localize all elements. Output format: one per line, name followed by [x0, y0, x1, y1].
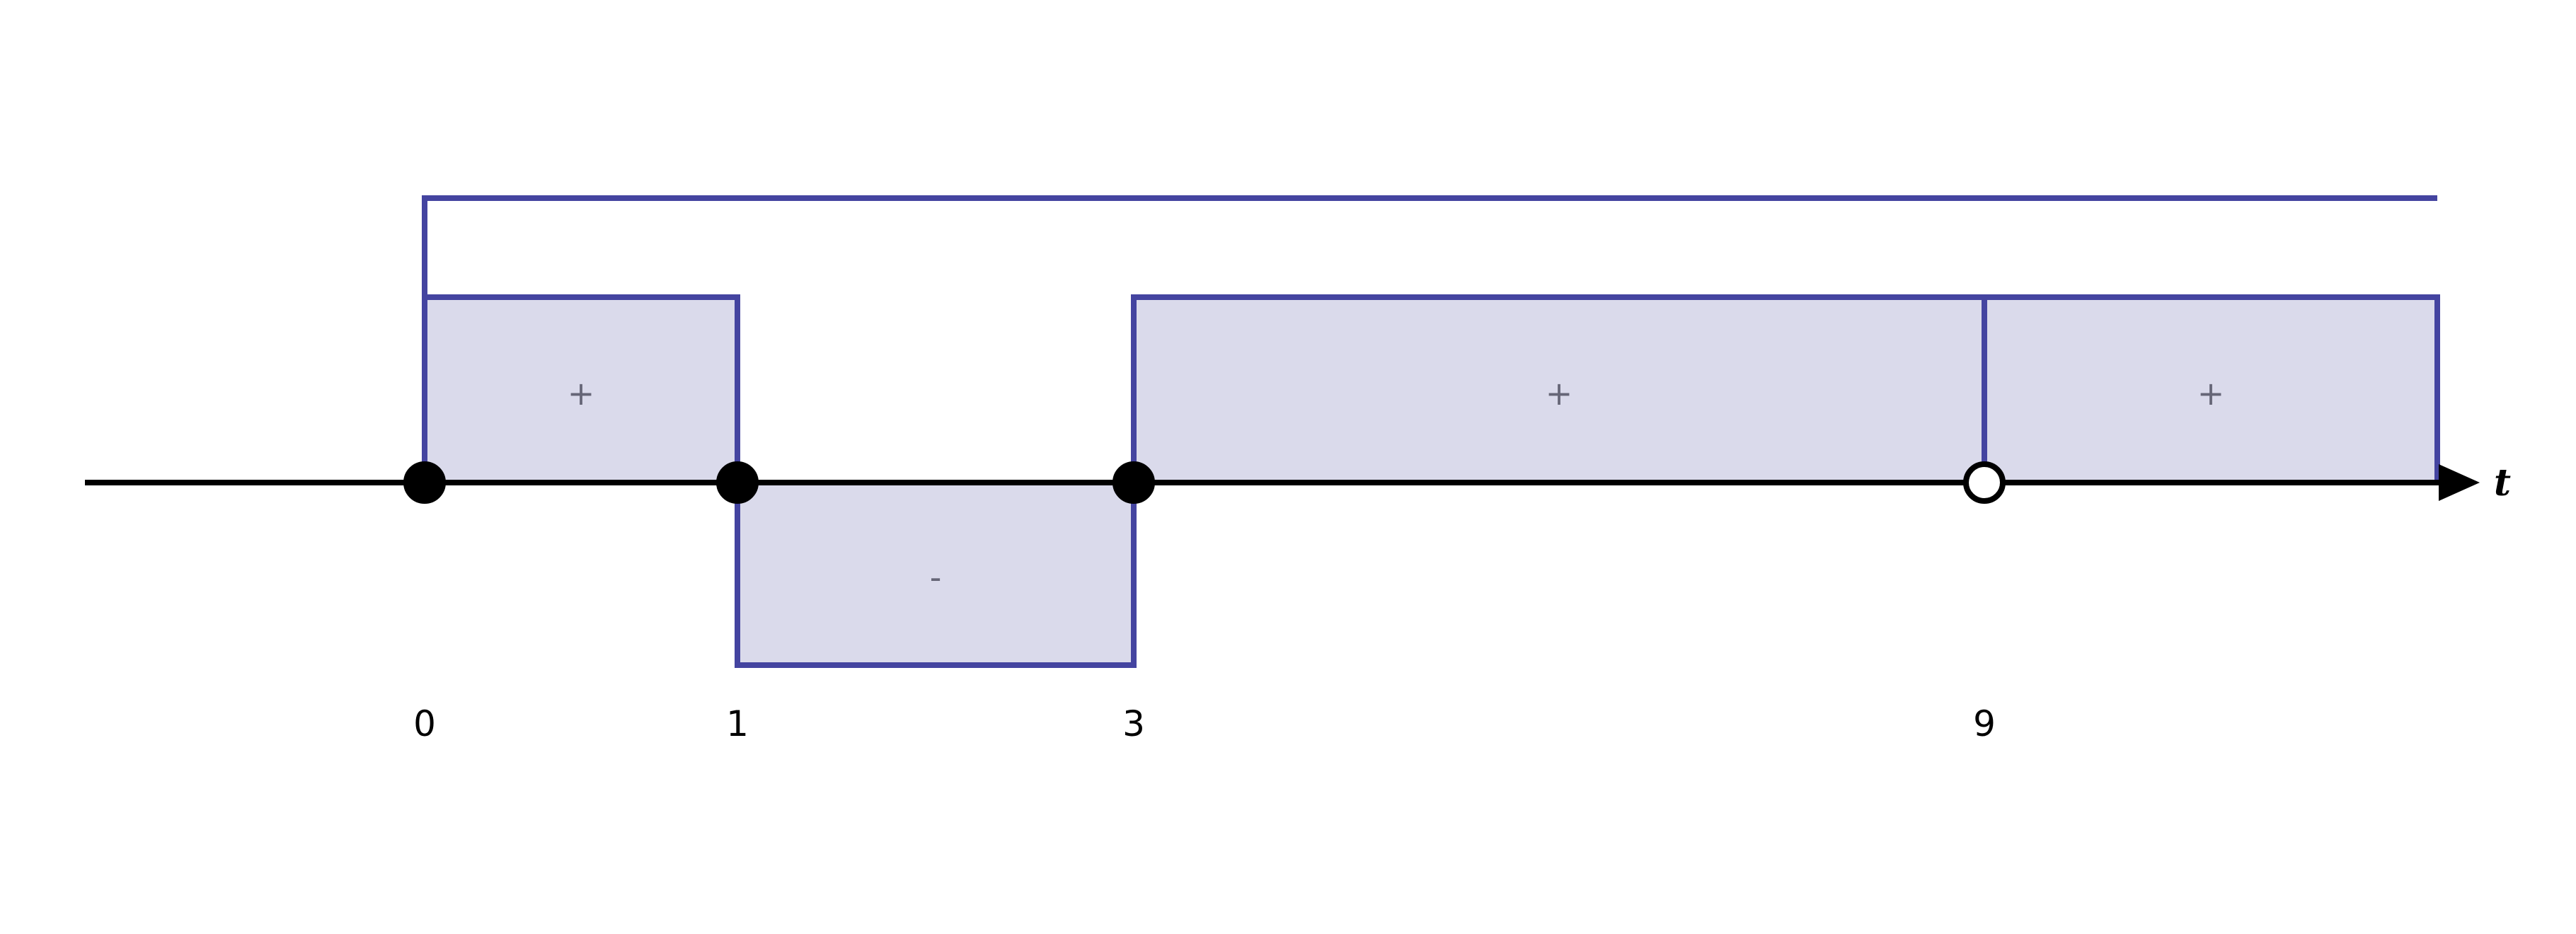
t-axis-variable-label: t — [2494, 461, 2511, 505]
tick-label: 3 — [1122, 703, 1145, 744]
interval-sign-label: - — [930, 558, 942, 596]
interval-region-positive — [1982, 294, 2440, 485]
interval-sign-label: + — [568, 374, 595, 413]
interval-region-negative — [735, 480, 1137, 668]
critical-point-filled — [403, 461, 446, 504]
critical-point-filled — [716, 461, 759, 504]
interval-sign-label: + — [1546, 374, 1573, 413]
tick-label: 9 — [1973, 703, 1996, 744]
interval-sign-label: + — [2197, 374, 2225, 413]
critical-point-filled — [1112, 461, 1155, 504]
t-axis-arrow-icon — [2439, 464, 2480, 501]
tick-label: 0 — [413, 703, 436, 744]
critical-point-open — [1963, 461, 2006, 504]
tick-label: 1 — [726, 703, 749, 744]
